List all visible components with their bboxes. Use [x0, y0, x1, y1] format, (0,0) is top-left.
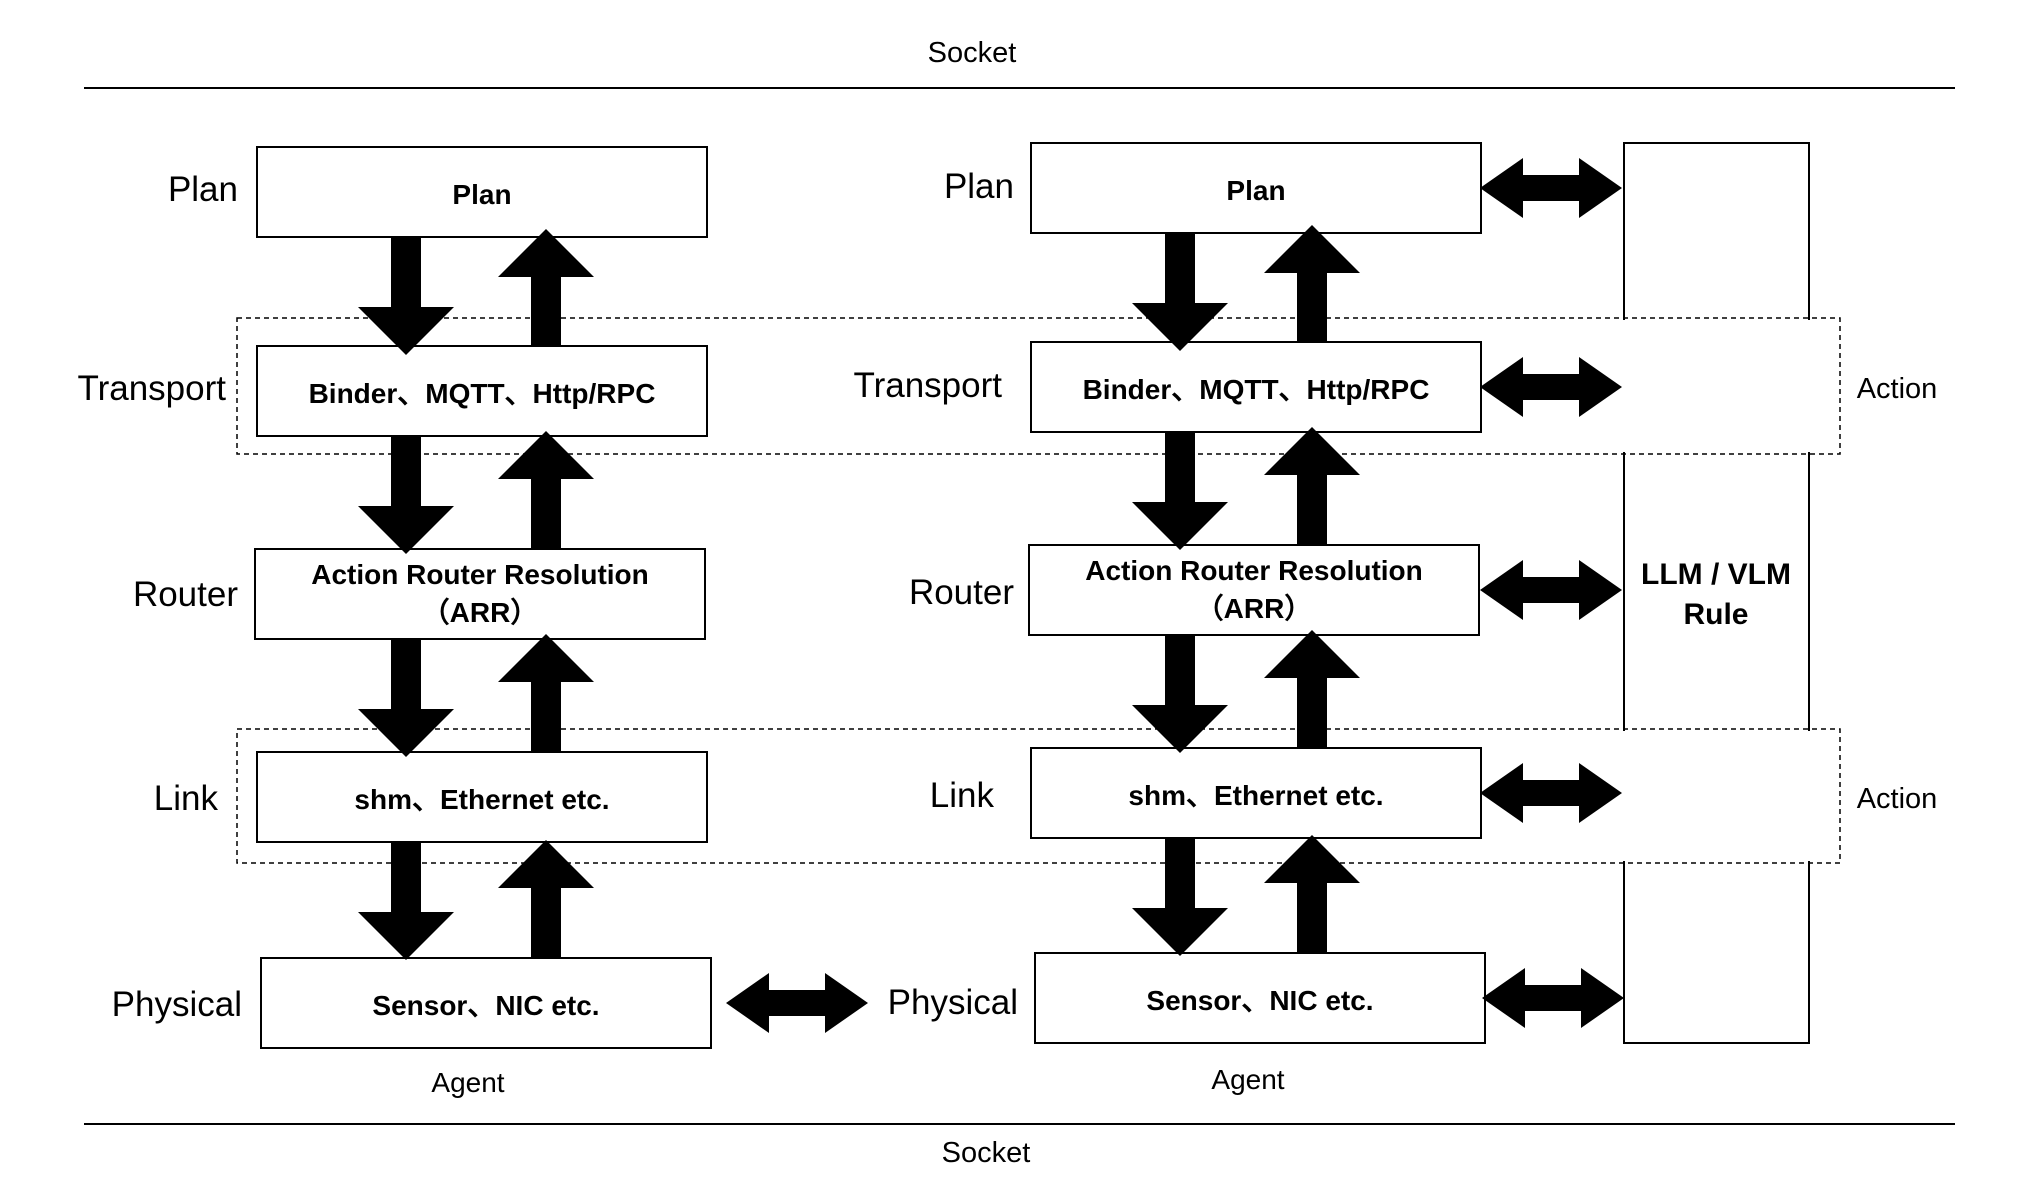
- layer-label-router-right: Router: [909, 573, 1014, 612]
- left-transport-box: [256, 345, 708, 437]
- right-router-box: [1028, 544, 1480, 636]
- layer-label-link: Link: [154, 779, 219, 818]
- left-arrow-down-4: [358, 842, 454, 960]
- left-stack: Plan Transport Router Link Physical Plan…: [78, 146, 712, 1098]
- right-transport-box-label: Binder、MQTT、Http/RPC: [1083, 374, 1430, 405]
- side-panel-line1: LLM / VLM: [1641, 558, 1791, 591]
- left-router-box: [254, 548, 706, 640]
- right-arrow-up-2: [1264, 427, 1360, 545]
- left-physical-box-label: Sensor、NIC etc.: [372, 990, 599, 1021]
- layer-label-transport: Transport: [78, 369, 227, 408]
- right-arrow-up-3: [1264, 630, 1360, 748]
- right-link-box: [1030, 747, 1482, 839]
- left-link-box-label: shm、Ethernet etc.: [354, 784, 609, 815]
- left-arrow-down-3: [358, 639, 454, 757]
- left-arrow-down-1: [358, 237, 454, 355]
- right-router-box-line2: （ARR）: [1196, 592, 1313, 624]
- right-plan-box: [1030, 142, 1482, 234]
- left-router-box-line2: （ARR）: [422, 596, 539, 628]
- left-arrow-up-3: [498, 634, 594, 752]
- plan-to-panel-arrow: [1480, 158, 1622, 218]
- layer-label-transport-right: Transport: [854, 366, 1003, 405]
- physical-to-panel-arrow: [1482, 968, 1624, 1028]
- left-router-box-line1: Action Router Resolution: [311, 559, 649, 590]
- left-physical-box: [260, 957, 712, 1049]
- right-agent-caption: Agent: [1211, 1064, 1284, 1095]
- layer-label-plan-right: Plan: [944, 167, 1014, 206]
- right-router-box-line1: Action Router Resolution: [1085, 555, 1423, 586]
- left-plan-box: [256, 146, 708, 238]
- layer-label-link-right: Link: [930, 776, 995, 815]
- right-physical-box-label: Sensor、NIC etc.: [1146, 985, 1373, 1016]
- right-arrow-down-2: [1132, 432, 1228, 550]
- action-label-link: Action: [1857, 783, 1938, 815]
- transport-to-panel-arrow: [1480, 357, 1622, 417]
- right-physical-box: [1034, 952, 1486, 1044]
- right-link-box-label: shm、Ethernet etc.: [1128, 780, 1383, 811]
- socket-bottom-label: Socket: [942, 1137, 1031, 1169]
- link-to-panel-arrow: [1480, 763, 1622, 823]
- action-label-transport: Action: [1857, 373, 1938, 405]
- transport-action-region: [236, 317, 1841, 455]
- left-arrow-up-2: [498, 431, 594, 549]
- right-arrow-down-4: [1132, 838, 1228, 956]
- llm-vlm-rule-panel: [1623, 142, 1810, 1044]
- link-action-region: [236, 728, 1841, 864]
- right-plan-box-label: Plan: [1226, 175, 1285, 206]
- agent-to-agent-arrow: [726, 973, 868, 1033]
- side-panel-line2: Rule: [1683, 598, 1748, 631]
- right-arrow-down-1: [1132, 233, 1228, 351]
- left-transport-box-label: Binder、MQTT、Http/RPC: [309, 378, 656, 409]
- right-arrow-down-3: [1132, 635, 1228, 753]
- right-arrow-up-4: [1264, 835, 1360, 953]
- left-link-box: [256, 751, 708, 843]
- left-plan-box-label: Plan: [452, 179, 511, 210]
- layer-label-physical: Physical: [112, 985, 242, 1024]
- left-agent-caption: Agent: [431, 1067, 504, 1098]
- right-arrow-up-1: [1264, 225, 1360, 343]
- socket-top-label: Socket: [928, 37, 1017, 69]
- left-arrow-up-1: [498, 229, 594, 347]
- layer-label-router: Router: [133, 575, 238, 614]
- layer-label-plan: Plan: [168, 170, 238, 209]
- left-arrow-up-4: [498, 840, 594, 958]
- router-to-panel-arrow: [1480, 560, 1622, 620]
- right-stack: Plan Transport Router Link Physical Plan…: [854, 142, 1624, 1095]
- layer-label-physical-right: Physical: [888, 983, 1018, 1022]
